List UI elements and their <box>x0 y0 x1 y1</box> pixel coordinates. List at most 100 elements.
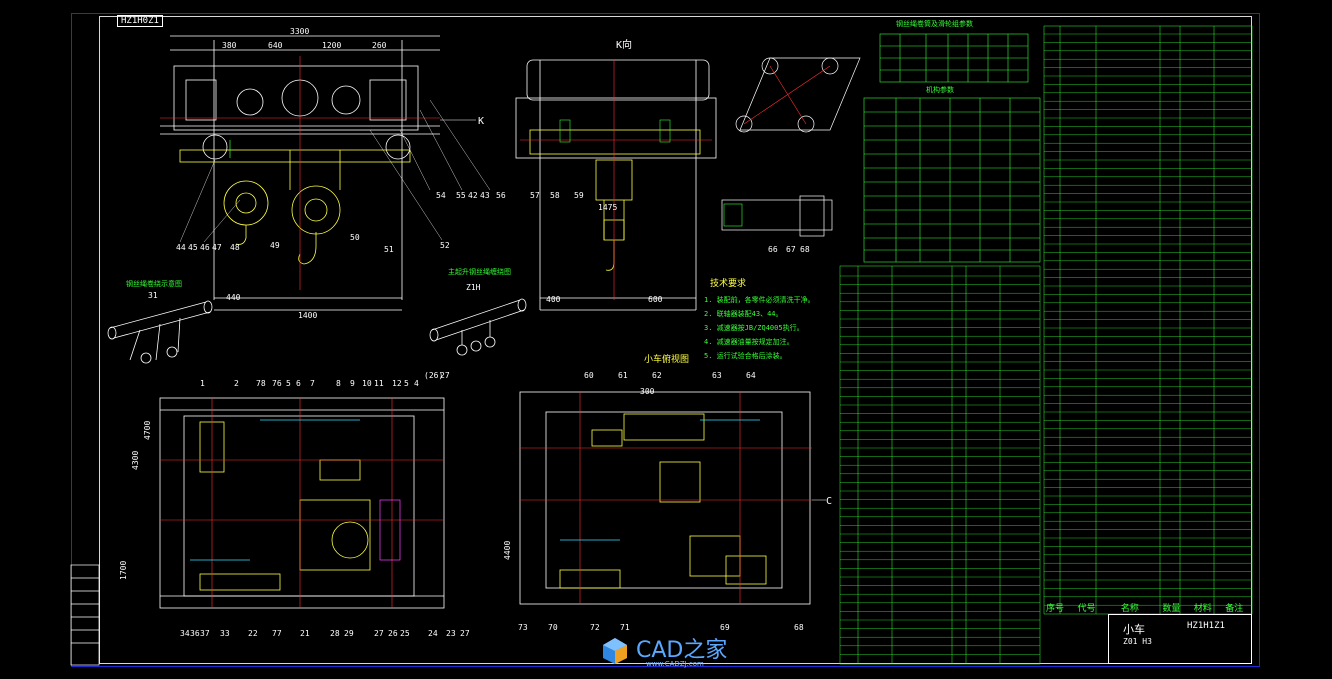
callout: 58 <box>550 191 560 200</box>
bom-header-cell: 名称 <box>1120 604 1139 614</box>
callout: 28 <box>330 629 340 638</box>
bom-header-cell: 序号 <box>1046 604 1065 614</box>
callout: 59 <box>574 191 584 200</box>
bom-header-cell: 数量 <box>1162 604 1181 614</box>
tech-req-item: 1. 装配前，各零件必须清洗干净。 <box>704 295 815 304</box>
callout: 2 <box>234 379 239 388</box>
callout: 56 <box>496 191 506 200</box>
callout: 27 <box>460 629 470 638</box>
callout: 50 <box>350 233 360 242</box>
callout: 57 <box>530 191 540 200</box>
callout: 66 <box>768 245 778 254</box>
callout: 49 <box>270 241 280 250</box>
callout: 25 <box>400 629 410 638</box>
callout: 10 <box>362 379 372 388</box>
dim-text: 4300 <box>131 451 140 470</box>
callout: 71 <box>620 623 630 632</box>
callout: 1 <box>200 379 205 388</box>
performance-parameter-table: 机构参数 <box>863 85 1041 263</box>
cad-logo-icon <box>603 638 627 664</box>
callout: 6 <box>296 379 301 388</box>
callout: 51 <box>384 245 394 254</box>
view-k-marker: K <box>478 116 484 127</box>
k-direction-view: K向 57 58 59 1475 400 <box>515 38 717 311</box>
callout: 5 <box>286 379 291 388</box>
bom-table-right <box>1043 25 1253 615</box>
callout: 9 <box>350 379 355 388</box>
callout: 34 <box>180 629 190 638</box>
callout: 55 <box>456 191 466 200</box>
callout: 60 <box>584 371 594 380</box>
rope-schematic-right: 主起升钢丝绳缠绕图 Z1H <box>429 267 527 356</box>
callout: 22 <box>248 629 258 638</box>
callout: 44 <box>176 243 186 252</box>
callout: 68 <box>800 245 810 254</box>
dim-text: 400 <box>546 295 561 304</box>
dim-text: 1700 <box>119 561 128 580</box>
callout: 11 <box>374 379 384 388</box>
callout: 67 <box>786 245 796 254</box>
bom-header: 序号 代号 名称 数量 材料 备注 <box>1046 601 1243 614</box>
title-block-name: 小车 <box>1123 623 1145 636</box>
plan-view-left: 1 2 78 76 5 6 7 8 9 10 11 12 5 4 (26) 27… <box>119 371 470 638</box>
callout: 36 <box>190 629 200 638</box>
watermark-text: CAD之家 <box>636 638 728 663</box>
callout: 29 <box>344 629 354 638</box>
view-k-label: K向 <box>616 38 632 51</box>
dim-text: 4700 <box>143 421 152 440</box>
tech-req-item: 4. 减速器油量按规定加注。 <box>704 337 794 346</box>
rope-parameter-table: 钢丝绳卷筒及滑轮组参数 <box>879 19 1029 83</box>
title-block-sub: Z01 H3 <box>1123 637 1152 646</box>
plan-left-callouts-top: 1 2 78 76 5 6 7 8 9 10 11 12 5 4 (26) 27 <box>200 371 450 388</box>
bolt-detail-view: 66 67 68 <box>721 57 861 254</box>
plan-left-dims: 1700 4300 4700 <box>119 421 152 580</box>
callout: 62 <box>652 371 662 380</box>
view-c-marker: C <box>826 496 832 507</box>
callout: 54 <box>436 191 446 200</box>
watermark-url: www.CADZJ.com <box>646 660 704 668</box>
callout: 7 <box>310 379 315 388</box>
left-revision-strip <box>70 564 100 666</box>
bom-header-cell: 代号 <box>1077 604 1096 614</box>
tech-req-title: 技术要求 <box>710 277 746 289</box>
callout: 63 <box>712 371 722 380</box>
callout: 64 <box>746 371 756 380</box>
callout: 23 <box>446 629 456 638</box>
layout-title: 小车俯视图 <box>644 353 689 365</box>
callout: 5 <box>404 379 409 388</box>
callout: 43 <box>480 191 490 200</box>
bom-row-lines <box>840 33 1252 655</box>
callout: 12 <box>392 379 402 388</box>
callout: (26) <box>424 371 443 380</box>
callout: 8 <box>336 379 341 388</box>
dim-text: 440 <box>226 293 241 302</box>
watermark: CAD之家 www.CADZJ.com <box>600 636 728 668</box>
corner-tag: HZ1H0Z1 <box>117 15 163 27</box>
dim-text: 600 <box>648 295 663 304</box>
scale-label: 31 <box>148 291 158 300</box>
callout: 42 <box>468 191 478 200</box>
rope-schematic-left: 钢丝绳卷绕示意图 31 <box>107 279 213 364</box>
dim-text: 1400 <box>298 311 317 320</box>
title-block: 小车 HZ1H1Z1 Z01 H3 <box>1108 614 1252 664</box>
callout: 21 <box>300 629 310 638</box>
perf-table-title: 机构参数 <box>926 85 954 94</box>
main-table-title: 钢丝绳卷筒及滑轮组参数 <box>896 19 973 28</box>
dim-text: 380 <box>222 41 237 50</box>
technical-requirements: 技术要求 1. 装配前，各零件必须清洗干净。 2. 联轴器装配43、44。 3.… <box>704 277 815 360</box>
callout: 73 <box>518 623 528 632</box>
right-note-title: 主起升钢丝绳缠绕图 <box>448 267 511 276</box>
dim-text: 1475 <box>598 203 617 212</box>
callout: 69 <box>720 623 730 632</box>
elevation-dims: 3300 380 640 1200 260 1400 440 <box>222 27 387 320</box>
tech-req-item: 5. 运行试验合格后涂装。 <box>704 351 787 360</box>
dim-text: 260 <box>372 41 387 50</box>
drawing-outer-frame <box>71 13 1260 667</box>
callout: 33 <box>220 629 230 638</box>
callout: 70 <box>548 623 558 632</box>
callout: 37 <box>200 629 210 638</box>
plan-view-right: 小车俯视图 C 60 61 62 63 64 <box>503 353 832 632</box>
callout: 77 <box>272 629 282 638</box>
callout: 24 <box>428 629 438 638</box>
